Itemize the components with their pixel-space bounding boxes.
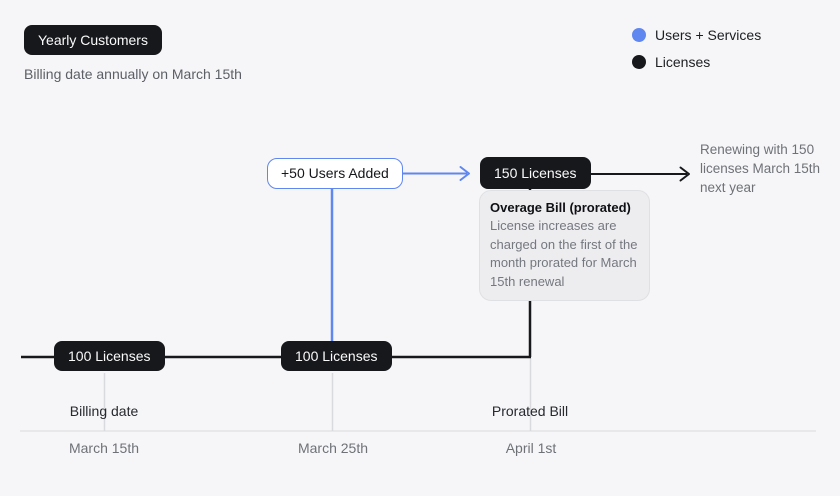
overage-bill-body: License increases are charged on the fir… bbox=[490, 218, 638, 289]
legend-label: Licenses bbox=[655, 54, 711, 70]
users-added-arrow bbox=[397, 166, 470, 181]
licenses-100-left-badge: 100 Licenses bbox=[54, 341, 165, 371]
legend-item-users-services: Users + Services bbox=[632, 26, 761, 44]
licenses-150-badge: 150 Licenses bbox=[480, 157, 591, 189]
billing-date-subtitle: Billing date annually on March 15th bbox=[24, 66, 242, 82]
billing-date-annotation: Billing date bbox=[69, 403, 139, 419]
users-added-node: +50 Users Added bbox=[267, 158, 403, 189]
renewal-note: Renewing with 150 licenses March 15th ne… bbox=[700, 142, 821, 195]
legend-label: Users + Services bbox=[655, 27, 762, 43]
prorated-bill-annotation: Prorated Bill bbox=[491, 403, 569, 419]
overage-bill-title: Overage Bill (prorated) bbox=[490, 200, 631, 215]
legend: Users + Services Licenses bbox=[632, 26, 761, 80]
renewal-arrow bbox=[585, 166, 690, 182]
legend-item-licenses: Licenses bbox=[632, 53, 761, 71]
tick-april-1: April 1st bbox=[505, 440, 557, 456]
overage-bill-card: Overage Bill (prorated) License increase… bbox=[479, 190, 650, 301]
users-services-dot-icon bbox=[632, 28, 646, 42]
licenses-100-mid-badge: 100 Licenses bbox=[281, 341, 392, 371]
tick-march-15: March 15th bbox=[68, 440, 140, 456]
tick-march-25: March 25th bbox=[297, 440, 369, 456]
yearly-customers-badge: Yearly Customers bbox=[24, 25, 162, 55]
licenses-dot-icon bbox=[632, 55, 646, 69]
